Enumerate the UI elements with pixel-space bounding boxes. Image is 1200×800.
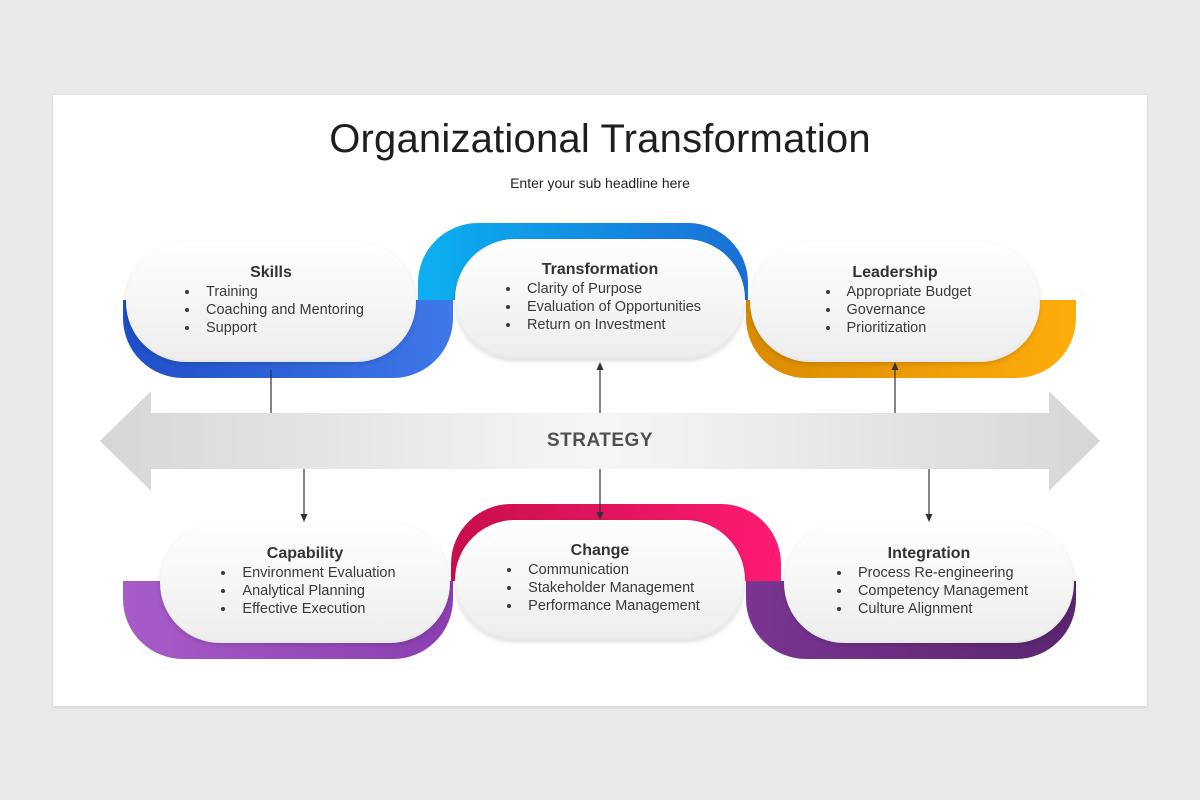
list-item: Stakeholder Management (522, 579, 700, 597)
card-skills: Skills Training Coaching and Mentoring S… (126, 242, 416, 362)
list-item: Coaching and Mentoring (200, 301, 364, 319)
card-title-capability: Capability (266, 545, 344, 562)
card-list-leadership: Appropriate Budget Governance Prioritiza… (819, 283, 972, 337)
card-leadership: Leadership Appropriate Budget Governance… (750, 242, 1040, 362)
list-item: Clarity of Purpose (521, 280, 701, 298)
strategy-label: STRATEGY (546, 430, 654, 451)
strategy-arrow (100, 391, 1100, 491)
card-list-change: Communication Stakeholder Management Per… (500, 561, 700, 615)
arrowhead-transformation (596, 362, 604, 370)
list-item: Analytical Planning (236, 582, 395, 600)
card-title-integration: Integration (887, 545, 971, 562)
card-title-leadership: Leadership (852, 264, 938, 281)
list-item: Performance Management (522, 597, 700, 615)
page-subtitle: Enter your sub headline here (510, 175, 690, 191)
card-title-change: Change (570, 542, 630, 559)
list-item: Appropriate Budget (841, 283, 972, 301)
list-item: Process Re-engineering (852, 564, 1028, 582)
arrowhead-integration (925, 514, 933, 522)
card-integration: Integration Process Re-engineering Compe… (784, 523, 1074, 643)
card-transformation: Transformation Clarity of Purpose Evalua… (455, 239, 745, 359)
list-item: Communication (522, 561, 700, 579)
list-item: Effective Execution (236, 600, 395, 618)
list-item: Governance (841, 301, 972, 319)
list-item: Environment Evaluation (236, 564, 395, 582)
arrowhead-leadership (891, 362, 899, 370)
arrowhead-change (596, 512, 604, 520)
list-item: Support (200, 319, 364, 337)
card-change: Change Communication Stakeholder Managem… (455, 520, 745, 640)
list-item: Prioritization (841, 319, 972, 337)
list-item: Return on Investment (521, 316, 701, 334)
list-item: Competency Management (852, 582, 1028, 600)
list-item: Culture Alignment (852, 600, 1028, 618)
card-capability: Capability Environment Evaluation Analyt… (160, 523, 450, 643)
card-list-skills: Training Coaching and Mentoring Support (178, 283, 364, 337)
card-list-capability: Environment Evaluation Analytical Planni… (214, 564, 395, 618)
card-list-transformation: Clarity of Purpose Evaluation of Opportu… (499, 280, 701, 334)
list-item: Evaluation of Opportunities (521, 298, 701, 316)
card-title-transformation: Transformation (541, 261, 659, 278)
card-title-skills: Skills (250, 264, 292, 281)
card-list-integration: Process Re-engineering Competency Manage… (830, 564, 1028, 618)
page-title: Organizational Transformation (329, 117, 871, 161)
list-item: Training (200, 283, 364, 301)
arrowhead-capability (300, 514, 308, 522)
